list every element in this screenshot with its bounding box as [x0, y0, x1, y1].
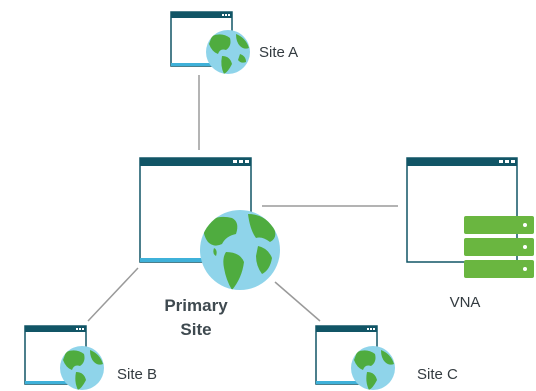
server-stack-icon [464, 216, 534, 278]
globe-icon [206, 30, 250, 74]
node-site-a: Site A [170, 11, 298, 74]
globe-icon [351, 346, 395, 390]
connectors [87, 75, 398, 322]
connector-primary-site-c [274, 281, 321, 322]
connector-primary-site-b [87, 267, 139, 322]
node-site-b: Site B [24, 325, 157, 390]
vna-label: VNA [450, 294, 481, 311]
site-c-label: Site C [417, 366, 458, 383]
site-a-label: Site A [259, 44, 298, 61]
node-vna: VNA [406, 157, 534, 311]
primary-site-label-line1: Primary [164, 296, 228, 315]
node-primary-site: Primary Site [139, 157, 280, 339]
site-b-label: Site B [117, 366, 157, 383]
primary-site-label-line2: Site [180, 320, 211, 339]
browser-window-icon [406, 157, 518, 263]
browser-window-icon [139, 157, 252, 263]
node-site-c: Site C [315, 325, 458, 390]
globe-icon [60, 346, 104, 390]
globe-icon [200, 210, 280, 290]
